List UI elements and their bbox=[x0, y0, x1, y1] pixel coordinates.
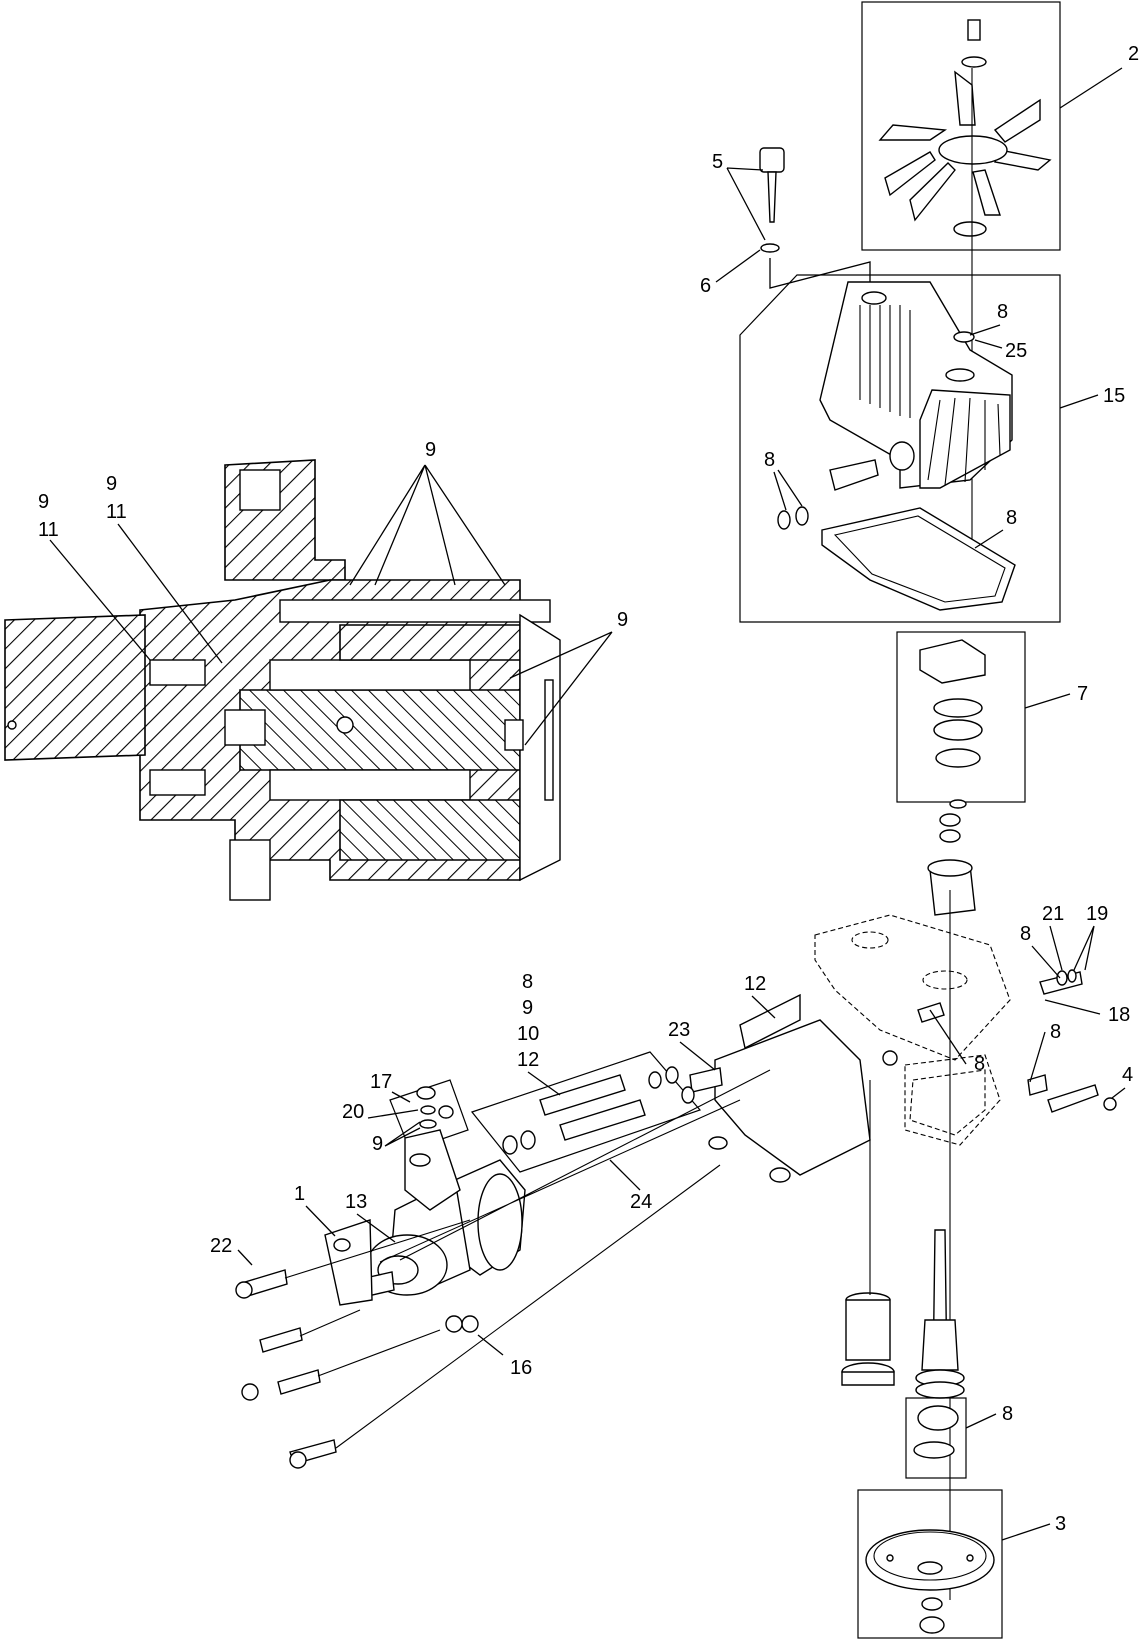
housing-kit-frame bbox=[739, 274, 1061, 623]
callout-8: 8 bbox=[974, 1053, 985, 1075]
callout-8: 8 bbox=[1006, 507, 1017, 529]
callout-7: 7 bbox=[1077, 683, 1088, 705]
callout-6: 6 bbox=[700, 275, 711, 297]
bolt-icon bbox=[235, 1069, 771, 1469]
callout-8: 8 bbox=[764, 449, 775, 471]
callout-8: 8 bbox=[997, 301, 1008, 323]
callout-4: 4 bbox=[1122, 1064, 1133, 1086]
callout-10: 10 bbox=[517, 1023, 539, 1045]
callout-15: 15 bbox=[1103, 385, 1125, 407]
callout-9: 9 bbox=[38, 491, 49, 513]
callout-9: 9 bbox=[617, 609, 628, 631]
bearing-stack-icon bbox=[919, 639, 986, 809]
pulley-kit-frame bbox=[857, 1489, 1003, 1639]
pulley-icon bbox=[865, 1529, 995, 1634]
valve-block-icon bbox=[689, 993, 871, 1183]
section-labels: 9 11 9 11 9 9 bbox=[38, 439, 628, 746]
callout-11: 11 bbox=[38, 519, 59, 541]
callout-8: 8 bbox=[1020, 923, 1031, 945]
callout-25: 25 bbox=[1005, 340, 1027, 362]
callout-9: 9 bbox=[425, 439, 436, 461]
callout-8: 8 bbox=[1002, 1403, 1013, 1425]
callout-9: 9 bbox=[106, 473, 117, 495]
callout-18: 18 bbox=[1108, 1004, 1130, 1026]
hydraulic-motor-icon bbox=[324, 1129, 526, 1333]
callout-11: 11 bbox=[106, 501, 127, 523]
bearing-icon bbox=[913, 1405, 959, 1459]
callout-9: 9 bbox=[522, 997, 533, 1019]
seal-kit-icon bbox=[502, 1066, 695, 1155]
dipstick-icon bbox=[759, 147, 785, 253]
callout-24: 24 bbox=[630, 1191, 652, 1213]
callout-8: 8 bbox=[1050, 1021, 1061, 1043]
relief-valve-icon bbox=[416, 1086, 454, 1129]
callout-2: 2 bbox=[1128, 43, 1139, 65]
center-section-icon bbox=[814, 813, 1011, 1600]
callout-19: 19 bbox=[1086, 903, 1108, 925]
seal-kit-frame bbox=[470, 1051, 702, 1173]
check-valve-icon bbox=[882, 969, 1117, 1113]
finned-housing-icon bbox=[777, 281, 1016, 611]
cross-section-view-icon bbox=[4, 459, 561, 901]
cooling-fan-icon bbox=[878, 19, 1052, 560]
callout-20: 20 bbox=[342, 1101, 364, 1123]
fan-kit-frame bbox=[861, 1, 1061, 251]
callout-8: 8 bbox=[522, 971, 533, 993]
filter-icon bbox=[841, 1080, 895, 1386]
callout-13: 13 bbox=[345, 1191, 367, 1213]
callout-16: 16 bbox=[510, 1357, 532, 1379]
input-shaft-icon bbox=[915, 1229, 965, 1399]
callout-12: 12 bbox=[517, 1049, 539, 1071]
callout-1: 1 bbox=[294, 1183, 305, 1205]
callout-5: 5 bbox=[712, 151, 723, 173]
callout-12: 12 bbox=[744, 973, 766, 995]
callout-23: 23 bbox=[668, 1019, 690, 1041]
shaft-bearing-kit-frame bbox=[905, 1397, 967, 1479]
callout-17: 17 bbox=[370, 1071, 392, 1093]
callout-9: 9 bbox=[372, 1133, 383, 1155]
callout-3: 3 bbox=[1055, 1513, 1066, 1535]
callout-21: 21 bbox=[1042, 903, 1064, 925]
callout-22: 22 bbox=[210, 1235, 232, 1257]
